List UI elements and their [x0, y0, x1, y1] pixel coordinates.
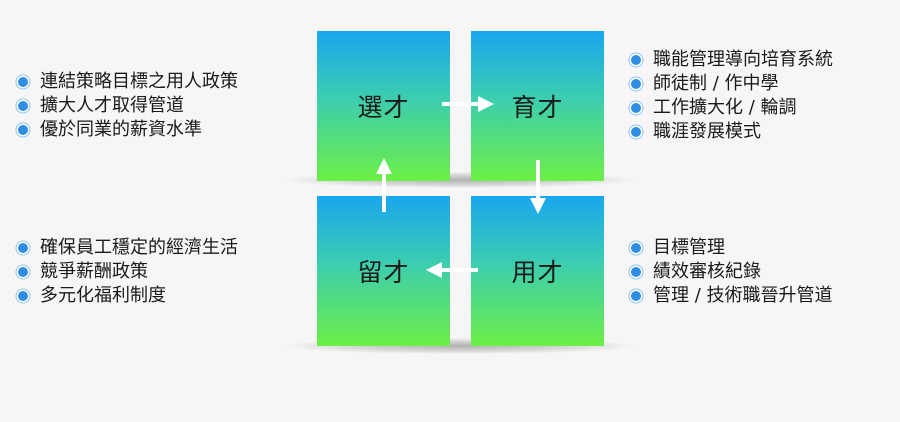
list-item: 目標管理: [627, 236, 833, 260]
bullet-icon: [18, 291, 28, 301]
list-item: 擴大人才取得管道: [14, 94, 238, 118]
list-item: 優於同業的薪資水準: [14, 118, 238, 142]
bullet-icon: [18, 77, 28, 87]
list-item: 績效審核紀錄: [627, 260, 833, 284]
box-select-talent: 選才: [317, 31, 450, 181]
list-item: 工作擴大化 / 輪調: [627, 96, 833, 120]
box-retain-talent: 留才: [317, 196, 450, 346]
bullet-icon: [18, 125, 28, 135]
list-item: 職涯發展模式: [627, 120, 833, 144]
arrow-up-icon: [376, 158, 392, 212]
box-label-select: 選才: [357, 93, 410, 122]
bullet-icon: [631, 79, 641, 89]
list-item: 多元化福利制度: [14, 284, 238, 308]
list-item: 師徒制 / 作中學: [627, 72, 833, 96]
bullet-icon: [18, 243, 28, 253]
box-label-use: 用才: [511, 258, 564, 287]
box-label-develop: 育才: [511, 93, 564, 122]
arrow-left-icon: [426, 262, 478, 278]
box-label-retain: 留才: [357, 258, 410, 287]
bullet-icon: [631, 291, 641, 301]
list-item: 競爭薪酬政策: [14, 260, 238, 284]
bullet-icon: [18, 101, 28, 111]
list-item: 確保員工穩定的經濟生活: [14, 236, 238, 260]
list-develop-talent: 職能管理導向培育系統 師徒制 / 作中學 工作擴大化 / 輪調 職涯發展模式: [627, 48, 833, 144]
bullet-icon: [18, 267, 28, 277]
list-use-talent: 目標管理 績效審核紀錄 管理 / 技術職晉升管道: [627, 236, 833, 308]
bullet-icon: [631, 103, 641, 113]
box-use-talent: 用才: [471, 196, 604, 346]
list-item: 管理 / 技術職晉升管道: [627, 284, 833, 308]
arrow-down-icon: [530, 160, 546, 214]
bullet-icon: [631, 243, 641, 253]
list-retain-talent: 確保員工穩定的經濟生活 競爭薪酬政策 多元化福利制度: [14, 236, 238, 308]
arrow-right-icon: [442, 96, 494, 112]
box-develop-talent: 育才: [471, 31, 604, 181]
bullet-icon: [631, 267, 641, 277]
bullet-icon: [631, 127, 641, 137]
list-item: 連結策略目標之用人政策: [14, 70, 238, 94]
list-select-talent: 連結策略目標之用人政策 擴大人才取得管道 優於同業的薪資水準: [14, 70, 238, 142]
bullet-icon: [631, 55, 641, 65]
list-item: 職能管理導向培育系統: [627, 48, 833, 72]
